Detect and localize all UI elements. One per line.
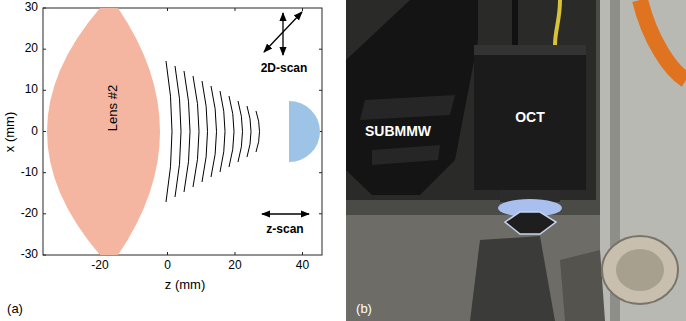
lens-label: Lens #2	[106, 85, 120, 131]
tick	[43, 49, 46, 50]
wavefront	[193, 76, 199, 187]
stage-mount	[560, 250, 605, 321]
oct-head	[474, 45, 586, 190]
tick-label: -20	[91, 259, 108, 272]
wavefront	[220, 91, 225, 172]
cable	[512, 0, 518, 45]
lens-shape: Lens #2	[45, 8, 165, 255]
tick-label: 0	[164, 259, 171, 272]
tick	[302, 252, 303, 255]
tick-label: 30	[25, 1, 38, 14]
frame-rail	[600, 0, 686, 321]
wavefront	[184, 71, 190, 192]
tick	[43, 255, 46, 256]
instrument-label: OCT	[515, 110, 545, 125]
axis-ticks	[43, 8, 322, 255]
tick-label: 20	[228, 259, 241, 272]
wavefront	[256, 111, 260, 152]
wavefront	[211, 86, 217, 177]
tick	[167, 252, 168, 255]
instrument-label: SUBMMW	[365, 124, 431, 139]
tick	[43, 90, 46, 91]
photo-background	[346, 0, 686, 321]
tick-label: 0	[31, 125, 38, 138]
axis-title: x (mm)	[3, 111, 17, 151]
scan-label: z-scan	[266, 223, 303, 236]
lens-ring	[360, 95, 455, 120]
tick	[43, 131, 46, 132]
lens-ring	[372, 145, 440, 165]
wavefront	[175, 66, 181, 197]
orange-cable	[640, 0, 686, 80]
sample-holder	[505, 212, 556, 234]
tick	[319, 213, 322, 214]
wavefront	[238, 101, 243, 162]
lens-outline	[45, 8, 165, 255]
tick	[235, 8, 236, 11]
mirror	[602, 236, 678, 304]
tick-label: -30	[21, 248, 38, 261]
scan-arrow	[262, 213, 309, 214]
tick	[43, 172, 46, 173]
tick	[319, 90, 322, 91]
oct-head	[474, 45, 586, 55]
tick	[43, 8, 46, 9]
scan-label: 2D-scan	[261, 62, 308, 75]
mirror	[616, 249, 664, 291]
panel-label: (b)	[356, 302, 372, 316]
scan-arrow	[282, 13, 283, 55]
wavefront	[229, 96, 234, 167]
tick-label: -10	[21, 166, 38, 179]
sample	[289, 101, 320, 162]
tick	[302, 8, 303, 11]
photo-shadow	[346, 0, 596, 200]
tick	[43, 213, 46, 214]
lens-body	[47, 8, 160, 255]
tick	[235, 252, 236, 255]
wavefronts	[166, 61, 260, 202]
wavefront	[166, 61, 172, 202]
stage-mount	[470, 236, 555, 321]
submmw-head	[346, 0, 478, 195]
tick	[167, 8, 168, 11]
tick	[319, 172, 322, 173]
plot-frame	[43, 8, 322, 255]
axis-title: z (mm)	[165, 278, 205, 292]
tick	[319, 49, 322, 50]
panel-label: (a)	[7, 302, 23, 316]
tick-label: 10	[25, 84, 38, 97]
fiber-cable	[555, 0, 560, 45]
tick-label: 40	[296, 259, 309, 272]
tick-label: -20	[21, 207, 38, 220]
tick-label: 20	[25, 43, 38, 56]
wavefront	[247, 106, 251, 157]
wavefront	[202, 81, 208, 182]
